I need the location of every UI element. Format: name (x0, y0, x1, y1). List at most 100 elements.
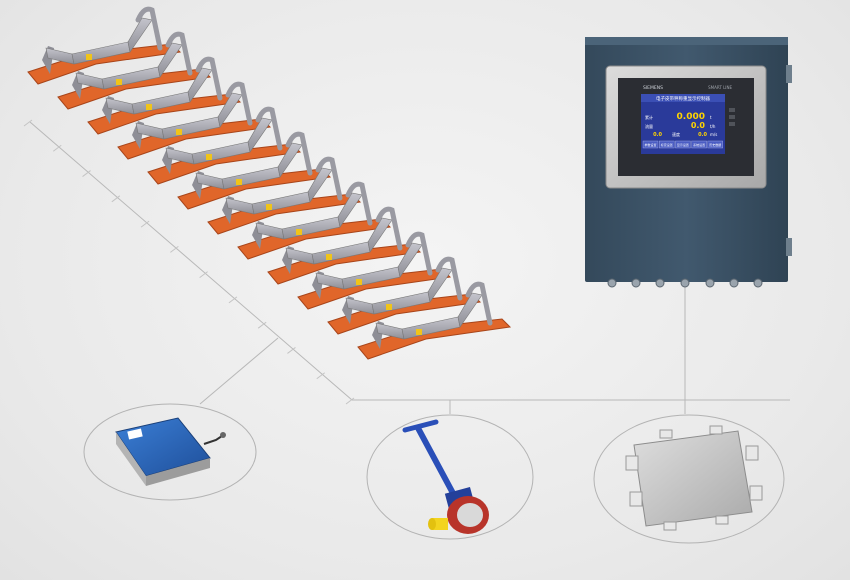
cable-gland-icon (607, 278, 617, 288)
mounting-tab (629, 491, 643, 507)
tick-mark (140, 220, 150, 228)
hmi-row-label: 累计 (645, 114, 653, 120)
speed-sensor-icon (402, 419, 489, 534)
tick-mark (199, 271, 208, 279)
idler-unit (237, 181, 392, 260)
hmi-soft-key-label: 历史数据 (709, 142, 721, 147)
load-cell-label (127, 428, 143, 440)
idler-bracket (315, 156, 343, 201)
hmi-soft-key (691, 140, 707, 149)
hmi-side-key (729, 108, 735, 112)
sensor-encoder (432, 518, 448, 530)
sensor-arm (415, 425, 458, 500)
hmi-speed-unit: m/s (710, 132, 717, 137)
idler-unit (57, 31, 212, 110)
junction-box-body (633, 430, 753, 527)
load-cell-cable (203, 435, 223, 445)
hmi-side-key (729, 115, 735, 119)
tick-mark (82, 170, 91, 177)
hinge-icon (786, 238, 792, 256)
load-cell-connector-icon (220, 432, 226, 438)
idler-bracket (375, 206, 403, 251)
tick-mark (111, 195, 121, 203)
idler-bolt-icon (86, 54, 92, 60)
idler-array (27, 6, 512, 360)
mounting-tab (663, 521, 677, 531)
connector-line (199, 337, 279, 405)
idler-bolt-icon (326, 254, 332, 260)
idler-unit (147, 106, 302, 185)
mounting-tab (659, 429, 673, 439)
hmi-button-bar: 参数设置标定设置显示设置系统设置历史数据 (642, 140, 723, 149)
load-cell-side (116, 432, 146, 486)
cable-gland-icon (729, 278, 739, 288)
idler-unit (87, 56, 242, 135)
idler-bolt-icon (296, 229, 302, 235)
hinge-icon (786, 65, 792, 83)
tick-mark (170, 245, 179, 253)
idler-bolt-icon (266, 204, 272, 210)
hmi-soft-key (659, 140, 675, 149)
mounting-tab (625, 455, 639, 471)
idler-bracket (405, 231, 433, 276)
cable-glands (607, 278, 763, 288)
load-cell-circle (83, 403, 257, 501)
tick-mark (287, 347, 296, 354)
cable-gland-icon (631, 278, 641, 288)
tick-mark (228, 296, 238, 304)
junction-box-circle (593, 414, 785, 544)
sensor-encoder-cap (428, 518, 436, 530)
idler-bracket (195, 56, 223, 101)
hmi-side-keys (729, 108, 735, 126)
hmi-side-key (729, 122, 735, 126)
junction-box-icon (625, 425, 763, 531)
hmi-speed-value: 0.0 (698, 132, 707, 138)
cable-gland-icon (705, 278, 715, 288)
hmi-soft-key-label: 显示设置 (677, 142, 689, 147)
idler-unit (267, 206, 422, 285)
hmi-soft-key (642, 140, 659, 149)
mounting-tab (749, 485, 763, 501)
hmi-screen-title: 电子皮带秤称重显示控制器 (656, 95, 710, 102)
hmi-series: SMART LINE (708, 85, 732, 90)
idler-bolt-icon (176, 129, 182, 135)
load-cell-front (146, 458, 210, 486)
cable-gland-icon (655, 278, 665, 288)
hmi-soft-key-label: 参数设置 (644, 142, 656, 147)
hmi-soft-key (675, 140, 691, 149)
mounting-tab (709, 425, 723, 435)
hmi-brand: SIEMENS (643, 85, 663, 91)
hmi-total-unit: t (710, 115, 712, 120)
weighing-controller: SIEMENS SMART LINE 电子皮带秤称重显示控制器 累计 0.000… (585, 37, 792, 288)
speed-sensor-circle (366, 414, 534, 540)
idler-unit (177, 131, 332, 210)
idler-bolt-icon (146, 104, 152, 110)
tick-mark (257, 321, 267, 329)
idler-bolt-icon (386, 304, 392, 310)
idler-bracket (285, 131, 313, 176)
hmi-soft-key-label: 标定设置 (661, 142, 673, 147)
idler-unit (27, 6, 182, 85)
idler-unit (117, 81, 272, 160)
idler-bracket (465, 281, 493, 326)
cabinet-top-edge (585, 37, 788, 45)
idler-bolt-icon (116, 79, 122, 85)
tick-mark (23, 119, 33, 127)
connector-ticks (23, 119, 355, 405)
sensor-wheel-hub (457, 503, 483, 527)
idler-unit (357, 281, 512, 360)
idler-bolt-icon (206, 154, 212, 160)
load-cell-module (83, 403, 257, 501)
hmi-title-bar (641, 94, 725, 102)
hmi-small-value: 0.0 (653, 132, 662, 138)
sensor-handle (402, 419, 439, 433)
mounting-tab (745, 445, 759, 461)
hmi-soft-key-label: 系统设置 (693, 142, 705, 147)
tick-mark (52, 144, 62, 152)
idler-bolt-icon (356, 279, 362, 285)
idler-bracket (435, 256, 463, 301)
idler-bracket (225, 81, 253, 126)
idler-bolt-icon (236, 179, 242, 185)
hmi-row-label: 流量 (645, 123, 653, 129)
